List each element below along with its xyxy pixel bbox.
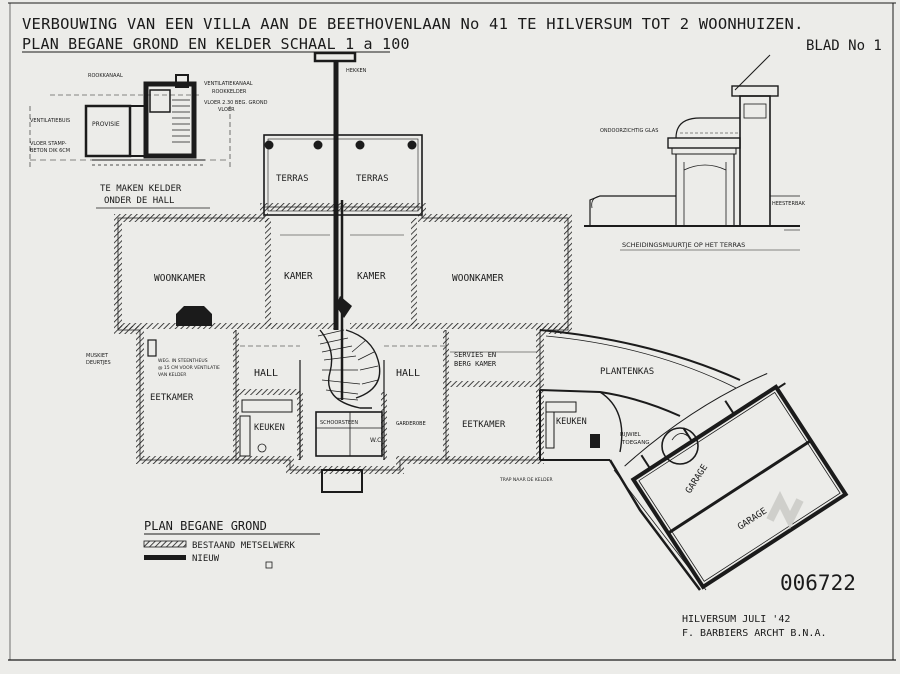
label-glass: ONDOORZICHTIG GLAS — [600, 128, 658, 134]
room-plantenkas: PLANTENKAS — [600, 367, 654, 377]
signature-line-2: F. BARBIERS ARCHT B.N.A. — [682, 628, 827, 639]
room-schoorsteen: SCHOORSTEEN — [320, 420, 358, 426]
elevation-detail — [584, 54, 800, 231]
label-vloer-2: VLOER — [218, 107, 235, 113]
note-line-3: VAN KELDER — [158, 372, 186, 378]
archive-number: 006722 — [780, 571, 856, 595]
note-line-1: WEG. IN STEENTHEUS — [158, 358, 208, 364]
room-garage-left: GARAGE — [684, 463, 710, 496]
signature-line-1: HILVERSUM JULI '42 — [682, 614, 790, 625]
legend-title: PLAN BEGANE GROND — [144, 519, 267, 533]
room-woonkamer-right: WOONKAMER — [452, 273, 504, 284]
room-keuken-left: KEUKEN — [254, 423, 285, 433]
label-vloer-stamp: VLOER STAMP- — [30, 141, 67, 147]
note-line-2: @ 15 CM VOOR VENTILATIE — [158, 365, 220, 371]
elevation-caption: SCHEIDINGSMUURTJE OP HET TERRAS — [622, 241, 745, 249]
cellar-detail: ROOKKANAAL VENTILATIEKANAAL ROOKKELDER V… — [29, 73, 268, 209]
room-kamer-right: KAMER — [357, 271, 386, 282]
title-line-1: VERBOUWING VAN EEN VILLA AAN DE BEETHOVE… — [22, 15, 804, 33]
room-terras-right: TERRAS — [356, 174, 389, 184]
room-eetkamer-right: EETKAMER — [462, 420, 506, 430]
room-servies-line-1: SERVIES EN — [454, 351, 496, 359]
label-wc: W.C — [370, 437, 381, 444]
room-garderobe: GARDEROBE — [396, 421, 426, 427]
label-rookkelder: ROOKKELDER — [212, 89, 247, 95]
cellar-caption-line-1: TE MAKEN KELDER — [100, 184, 182, 194]
label-heesters: HEESTERBAK — [772, 201, 806, 207]
title-line-2: PLAN BEGANE GROND EN KELDER SCHAAL 1 a 1… — [22, 35, 410, 53]
sheet-border — [8, 2, 896, 661]
cellar-caption-line-2: ONDER DE HALL — [104, 196, 174, 206]
label-muskiet-line-1: MUSKIET — [86, 353, 109, 359]
room-rijwiel: RIJWIEL — [620, 432, 642, 438]
room-toegang: TOEGANG — [621, 440, 650, 446]
label-rookkanaal: ROOKKANAAL — [88, 73, 123, 79]
label-ventilatiebuis: VENTILATIEBUIS — [30, 118, 70, 124]
room-garage-right: GARAGE — [736, 506, 769, 532]
label-vloer: VLOER 2.30 BEG. GROND — [204, 100, 268, 106]
watermark-mark — [766, 491, 804, 529]
room-servies-line-2: BERG KAMER — [454, 360, 497, 368]
legend: PLAN BEGANE GROND BESTAAND METSELWERK NI… — [143, 519, 320, 569]
legend-existing: BESTAAND METSELWERK — [192, 541, 296, 551]
legend-swatch-new — [144, 555, 186, 560]
label-hekken: HEKKEN — [346, 68, 367, 74]
room-hall-right: HALL — [396, 368, 420, 379]
room-keuken-right: KEUKEN — [556, 417, 587, 427]
main-floor-plan: HEKKEN — [86, 51, 849, 591]
label-ventilatie: VENTILATIEKANAAL — [204, 81, 253, 87]
room-woonkamer-left: WOONKAMER — [154, 273, 206, 284]
room-kamer-left: KAMER — [284, 271, 313, 282]
room-eetkamer-left: EETKAMER — [150, 393, 194, 403]
room-hall-left: HALL — [254, 368, 278, 379]
sheet-label: BLAD No 1 — [806, 38, 882, 54]
label-beton: BETON DIK 6CM — [30, 148, 70, 154]
label-provisie: PROVISIE — [92, 121, 120, 128]
legend-swatch-existing — [143, 540, 187, 548]
stairs-note: TRAP NAAR DE KELDER — [499, 477, 553, 483]
legend-new: NIEUW — [192, 554, 220, 564]
label-muskiet-line-2: DEURTJES — [86, 360, 111, 366]
room-terras-left: TERRAS — [276, 174, 309, 184]
